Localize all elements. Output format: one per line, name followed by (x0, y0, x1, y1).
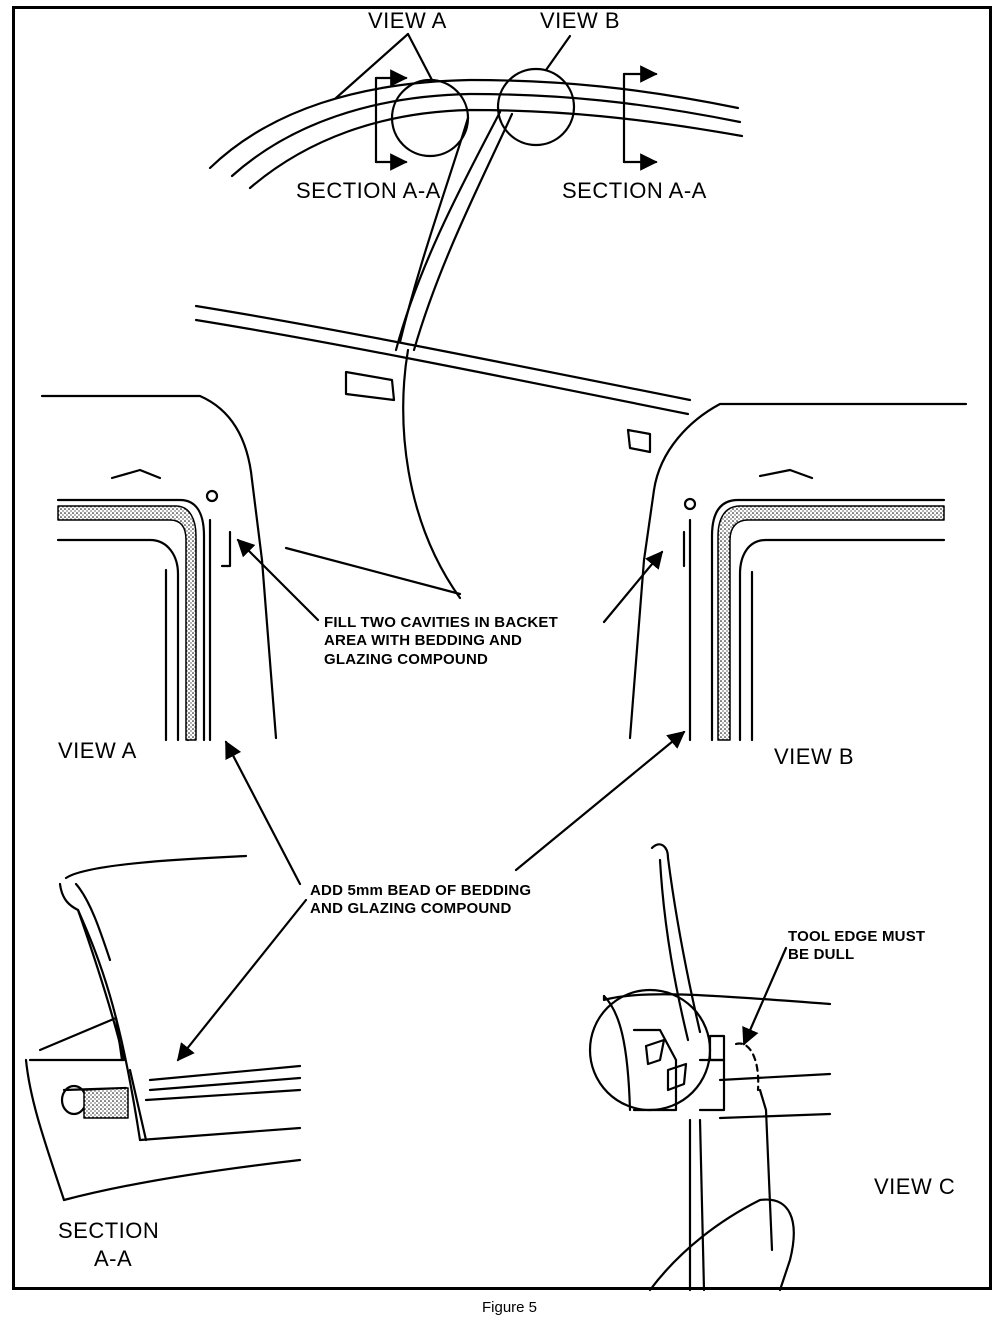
bead-note-leader-up (224, 740, 302, 886)
label-view-c: VIEW C (874, 1174, 956, 1199)
tool-note-line2: BE DULL (788, 946, 855, 964)
fill-note-line3: GLAZING COMPOUND (324, 650, 489, 668)
roof-rail-overview (208, 32, 744, 352)
label-view-a-top: VIEW A (368, 8, 447, 33)
label-view-b-top: VIEW B (540, 8, 621, 33)
view-a-detail (40, 394, 278, 742)
label-view-b-detail: VIEW B (774, 744, 855, 769)
label-view-a-detail: VIEW A (58, 738, 137, 763)
fill-note-leader-left (236, 538, 320, 622)
bead-note: ADD 5mm BEAD OF BEDDING AND GLAZING COMP… (310, 882, 531, 919)
label-section-aa-left: SECTION A-A (296, 178, 441, 203)
tool-note-line1: TOOL EDGE MUST (788, 928, 926, 945)
fill-note-leader-right (602, 550, 664, 624)
label-section-aa-bottom-line2: A-A (94, 1246, 133, 1271)
section-aa-stipple (83, 1087, 129, 1119)
label-section-aa-bottom: SECTION A-A (58, 1220, 159, 1270)
fill-note-line1: FILL TWO CAVITIES IN BACKET (324, 614, 559, 631)
tool-note-leader (742, 946, 788, 1046)
label-section-aa-right: SECTION A-A (562, 178, 707, 203)
figure-frame (12, 6, 992, 1290)
door-belt-line (194, 304, 692, 600)
figure-caption: Figure 5 (482, 1299, 538, 1316)
bead-note-line2: AND GLAZING COMPOUND (310, 900, 512, 918)
label-section-aa-bottom-line1: SECTION (58, 1218, 160, 1243)
bead-note-line1: ADD 5mm BEAD OF BEDDING (310, 882, 532, 899)
bead-note-leader-down (176, 898, 308, 1062)
fill-note-line2: AREA WITH BEDDING AND (324, 632, 523, 650)
section-aa-detail (24, 854, 302, 1202)
view-c-detail (588, 843, 832, 1292)
view-b-detail (628, 402, 968, 742)
view-a-stipple-band (57, 505, 197, 741)
tool-note: TOOL EDGE MUST BE DULL (788, 928, 925, 965)
view-b-stipple-band (717, 505, 945, 741)
fill-note-leader-center (284, 546, 462, 596)
bead-note-leader-right (514, 730, 686, 872)
fill-note: FILL TWO CAVITIES IN BACKET AREA WITH BE… (324, 614, 558, 669)
